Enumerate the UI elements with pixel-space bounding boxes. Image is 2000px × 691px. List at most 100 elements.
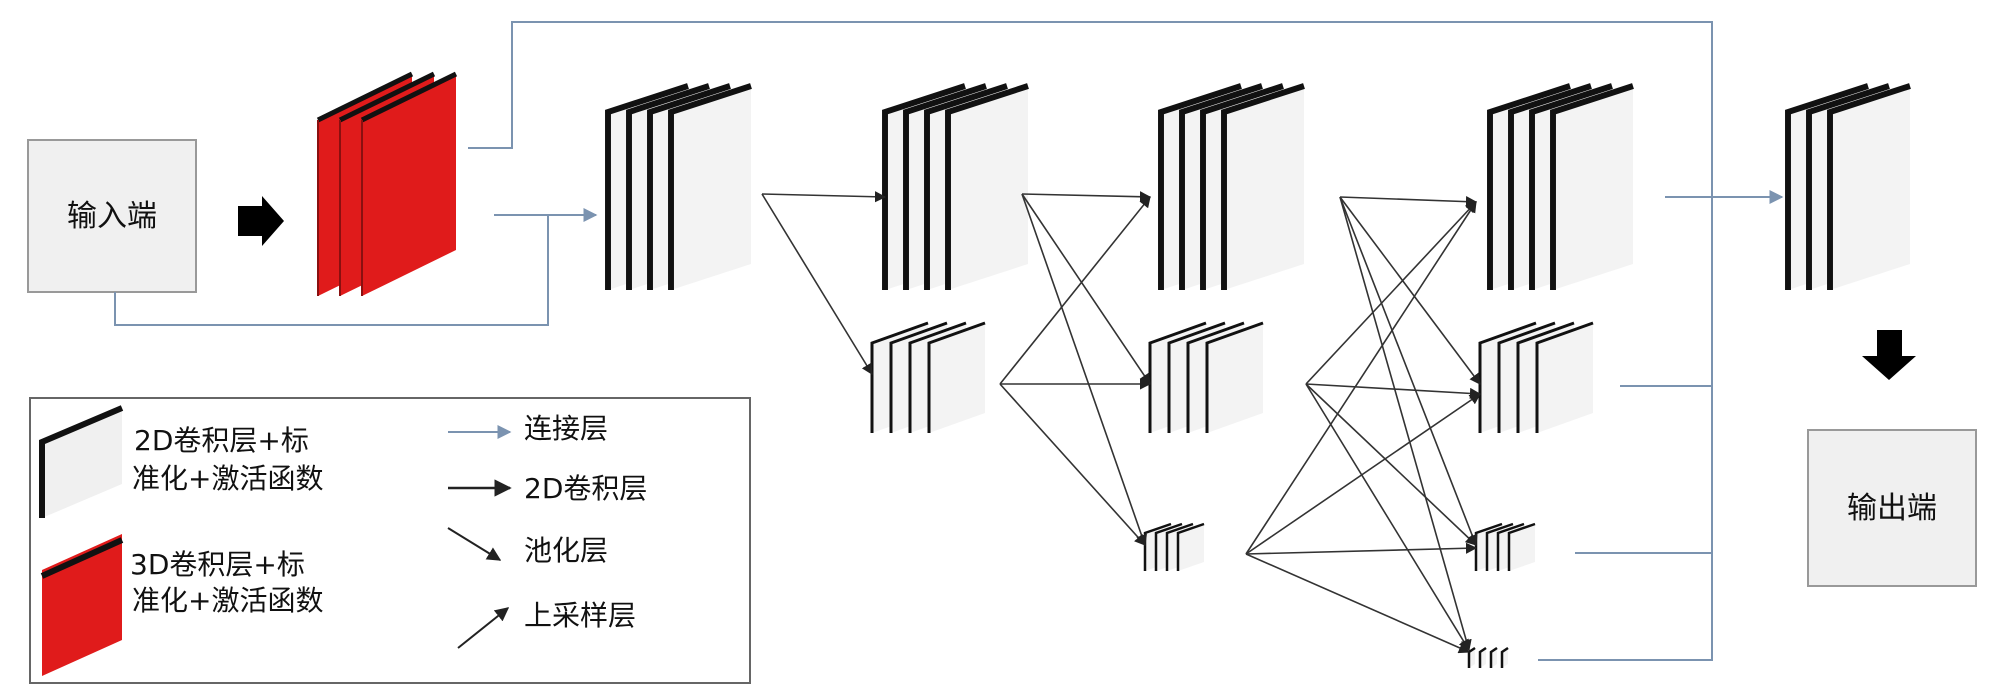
feature-map-edge	[927, 321, 986, 433]
feature-map-layer	[1224, 86, 1304, 290]
feature-map-stacks	[605, 83, 1911, 668]
feature-map-stack	[1487, 83, 1634, 290]
feature-map-layer	[1207, 323, 1263, 433]
feature-map-edge	[1489, 646, 1498, 668]
feature-map-stack	[870, 321, 986, 433]
operation-arrow	[1245, 553, 1471, 654]
feature-map-edge	[1497, 321, 1556, 433]
feature-map-edge	[1158, 83, 1242, 290]
operation-arrow	[1305, 201, 1477, 385]
feature-map-edge	[908, 321, 967, 433]
input-box	[27, 139, 197, 293]
feature-map-layer	[1491, 648, 1497, 668]
feature-map-edge	[1806, 83, 1890, 290]
feature-map-layer	[1553, 86, 1633, 290]
operation-arrow	[1339, 196, 1478, 208]
legend-3d-line1: 3D卷积层+标	[130, 548, 305, 581]
conv3d-edge	[338, 71, 436, 123]
feature-map-edge	[1179, 83, 1263, 290]
feature-map-edge	[1478, 646, 1487, 668]
feature-map-edge	[889, 321, 948, 433]
feature-map-edge	[1507, 522, 1536, 571]
operation-arrow	[1021, 191, 1152, 203]
feature-map-stack	[605, 83, 752, 290]
feature-map-edge	[1516, 321, 1575, 433]
legend-conv2d-label: 2D卷积层	[524, 472, 647, 505]
conv3d-layer	[362, 74, 456, 296]
operation-arrows	[761, 191, 1482, 654]
connection-lines	[114, 21, 1784, 661]
feature-map-edge	[626, 83, 710, 290]
feature-map-edge	[1221, 83, 1305, 290]
legend: 2D卷积层+标 准化+激活函数 3D卷积层+标 准化+激活函数 连接层 2D卷积…	[29, 397, 751, 684]
feature-map-edge	[1200, 83, 1284, 290]
feature-map-edge	[1500, 646, 1509, 668]
feature-map-edge	[1154, 522, 1183, 571]
input-label: 输入端	[67, 199, 157, 234]
conv3d-stack	[316, 71, 458, 296]
feature-map-edge	[1167, 321, 1226, 433]
operation-arrow	[1245, 542, 1478, 555]
operation-arrow	[1305, 383, 1470, 651]
operation-arrow	[1339, 196, 1481, 385]
legend-upsampling-arrow	[457, 607, 510, 649]
feature-map-edge	[1496, 522, 1525, 571]
operation-arrow	[1305, 383, 1482, 400]
feature-map-edge	[1186, 321, 1245, 433]
operation-arrow	[761, 193, 873, 375]
feature-map-edge	[1508, 83, 1592, 290]
feature-map-edge	[1205, 321, 1264, 433]
feature-map-layer	[1502, 648, 1508, 668]
feature-map-edge	[605, 83, 689, 290]
feature-map-edge	[647, 83, 731, 290]
feature-map-edge	[1143, 522, 1172, 571]
operation-arrow	[999, 196, 1151, 385]
feature-map-edge	[1165, 522, 1194, 571]
feature-map-stack	[1467, 646, 1509, 668]
feature-map-layer	[1480, 648, 1486, 668]
feature-map-edge	[1148, 321, 1207, 433]
feature-map-edge	[1485, 522, 1514, 571]
legend-2d-block-edge	[39, 405, 124, 518]
feature-map-edge	[924, 83, 1008, 290]
feature-map-edge	[870, 321, 929, 433]
feature-map-edge	[882, 83, 966, 290]
feature-map-stack	[1478, 321, 1594, 433]
feature-map-edge	[903, 83, 987, 290]
operation-arrow	[1021, 193, 1151, 385]
operation-arrow	[1305, 383, 1477, 546]
operation-arrow	[999, 383, 1146, 546]
feature-map-stack	[1158, 83, 1305, 290]
feature-map-edge	[1827, 83, 1911, 290]
feature-map-edge	[1487, 83, 1571, 290]
feature-map-edge	[1785, 83, 1869, 290]
legend-frame	[29, 397, 751, 684]
operation-arrow	[761, 191, 887, 203]
operation-arrow	[1339, 196, 1478, 547]
feature-map-layer	[1537, 323, 1593, 433]
feature-map-layer	[671, 86, 751, 290]
legend-3d-block-edge	[40, 537, 124, 579]
conv3d-edge	[316, 71, 414, 123]
legend-connection-label: 连接层	[524, 412, 608, 445]
feature-map-stack	[1785, 83, 1911, 290]
feature-map-stack	[1143, 522, 1205, 571]
feature-map-layer	[1509, 524, 1535, 571]
feature-map-stack	[882, 83, 1029, 290]
output-label: 输出端	[1847, 491, 1937, 526]
feature-map-stack	[1474, 522, 1536, 571]
legend-upsampling-label: 上采样层	[524, 599, 636, 632]
operation-arrow	[1245, 393, 1481, 555]
feature-map-layer	[1178, 524, 1204, 571]
feature-map-stack	[1148, 321, 1264, 433]
feature-map-edge	[945, 83, 1029, 290]
feature-map-layer	[1469, 648, 1475, 668]
operation-arrow	[1245, 201, 1477, 555]
legend-pooling-label: 池化层	[524, 534, 608, 567]
output-box	[1807, 429, 1977, 587]
feature-map-layer	[1830, 86, 1910, 290]
feature-map-edge	[1529, 83, 1613, 290]
legend-3d-line2: 准化+激活函数	[132, 584, 323, 617]
output-arrow-icon	[1862, 330, 1916, 380]
